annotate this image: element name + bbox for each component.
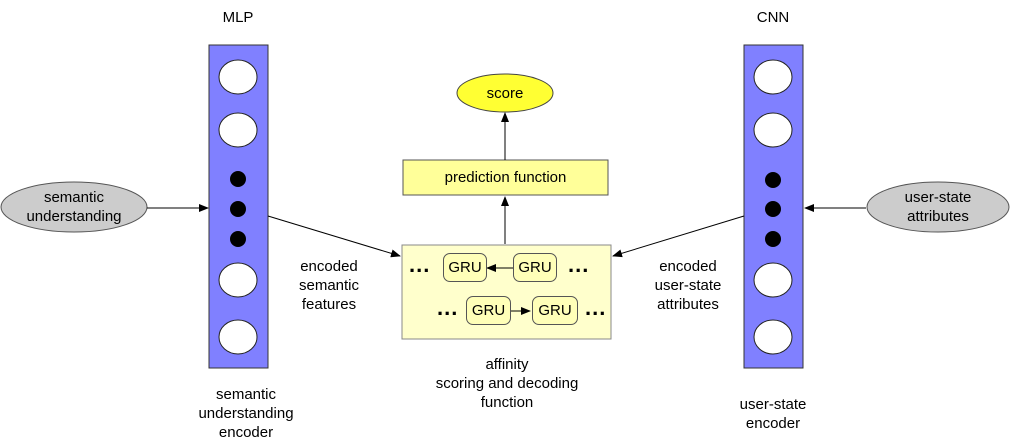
cnn-dot-2 xyxy=(765,201,781,217)
arrow-mlp-to-affinity xyxy=(267,215,401,258)
ellipsis-top-left: ... xyxy=(409,252,431,277)
mlp-node-1 xyxy=(218,59,258,95)
prediction-function-label: prediction function xyxy=(444,169,567,186)
gru-bottom-right: GRU xyxy=(532,296,578,325)
mlp-label: MLP xyxy=(222,9,254,26)
ellipsis-bottom-left: ... xyxy=(437,295,459,320)
prediction-function-box xyxy=(402,159,609,196)
encoded-user-state-attributes-label: encoded user-state attributes xyxy=(654,258,722,313)
score-label: score xyxy=(486,84,524,102)
cnn-node-1 xyxy=(753,59,793,95)
affinity-caption: affinity scoring and decoding function xyxy=(435,356,579,411)
mlp-node-4 xyxy=(218,319,258,355)
mlp-dot-2 xyxy=(230,201,246,217)
ellipsis-top-right: ... xyxy=(568,252,590,277)
gru-top-left: GRU xyxy=(443,253,487,282)
gru-bottom-left: GRU xyxy=(466,296,511,325)
semantic-understanding-input xyxy=(0,181,148,233)
gru-top-right: GRU xyxy=(513,253,557,282)
mlp-dot-3 xyxy=(230,231,246,247)
user-state-attributes-input-text: user-state attributes xyxy=(904,189,972,225)
affinity-box xyxy=(401,244,612,340)
cnn-label: CNN xyxy=(756,9,790,26)
cnn-dot-1 xyxy=(765,172,781,188)
arrow-cnn-to-affinity xyxy=(612,215,745,258)
semantic-understanding-input-text: semantic understanding xyxy=(26,189,122,225)
mlp-node-2 xyxy=(218,112,258,148)
encoded-semantic-features-label: encoded semantic features xyxy=(298,258,360,313)
cnn-node-2 xyxy=(753,112,793,148)
user-state-encoder-caption: user-state encoder xyxy=(739,396,807,432)
mlp-dot-1 xyxy=(230,171,246,187)
mlp-node-3 xyxy=(218,262,258,298)
semantic-understanding-encoder-caption: semantic understanding encoder xyxy=(198,386,294,441)
cnn-dot-3 xyxy=(765,231,781,247)
cnn-node-4 xyxy=(753,319,793,355)
user-state-attributes-input xyxy=(866,181,1010,233)
ellipsis-bottom-right: ... xyxy=(585,295,607,320)
cnn-node-3 xyxy=(753,262,793,298)
